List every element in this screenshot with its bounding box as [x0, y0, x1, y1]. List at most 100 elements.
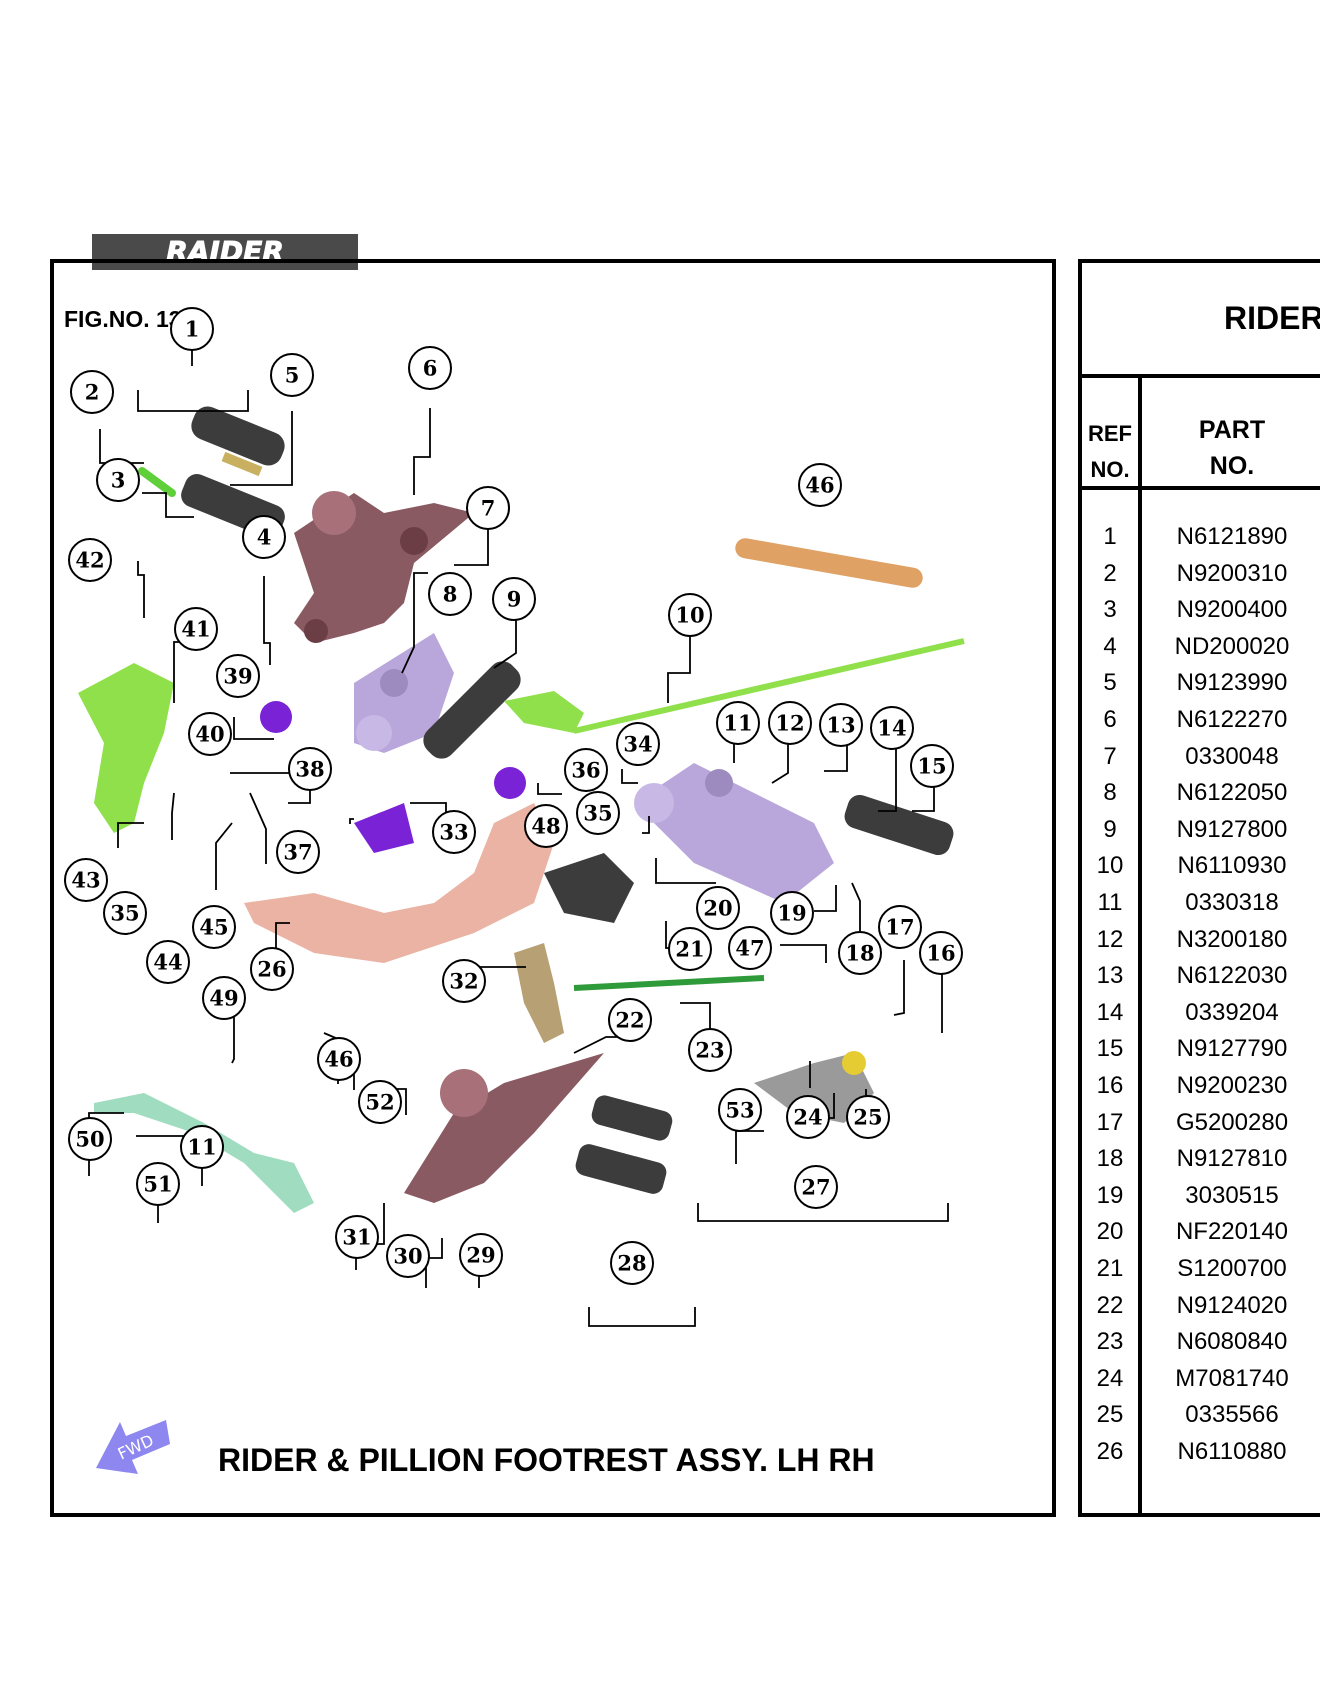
- svg-text:9: 9: [507, 587, 522, 612]
- footpeg-right-part: [844, 794, 954, 856]
- callout-5: 5: [270, 353, 314, 397]
- rod-part: [573, 975, 765, 991]
- pin-part: [138, 467, 176, 497]
- svg-text:52: 52: [365, 1090, 394, 1115]
- callout-29: 29: [459, 1233, 503, 1277]
- svg-text:23: 23: [695, 1038, 724, 1063]
- part-no: 0335566: [1185, 1401, 1279, 1429]
- part-no: ND200020: [1174, 632, 1290, 660]
- ref-no: 22: [1096, 1291, 1124, 1319]
- svg-text:10: 10: [675, 603, 704, 628]
- callout-39: 39: [216, 654, 260, 698]
- grip-part: [423, 661, 521, 759]
- part-no: N9124020: [1176, 1291, 1288, 1319]
- raider-logo: RAIDER: [92, 234, 358, 270]
- pillion-bracket-part: [404, 1053, 604, 1203]
- callout-40: 40: [188, 712, 232, 756]
- footpeg-lower-part: [575, 1095, 673, 1194]
- hanger-part: [354, 633, 454, 753]
- part-no: N6121890: [1176, 523, 1288, 550]
- rider-bracket-part: [294, 491, 474, 643]
- svg-text:7: 7: [481, 496, 496, 521]
- ref-no: 10: [1096, 852, 1124, 880]
- callout-50: 50: [68, 1117, 112, 1161]
- callout-33: 33: [432, 810, 476, 854]
- part-no: N9127800: [1176, 815, 1288, 843]
- callout-12: 12: [768, 701, 812, 745]
- lever-part: [514, 943, 564, 1043]
- ref-no: 25: [1096, 1401, 1124, 1429]
- callout-2: 2: [70, 370, 114, 414]
- callout-36: 36: [564, 748, 608, 792]
- mount-bracket-part: [544, 853, 634, 923]
- svg-text:48: 48: [531, 814, 560, 839]
- svg-text:28: 28: [617, 1251, 646, 1276]
- callout-14: 14: [870, 706, 914, 750]
- svg-text:19: 19: [777, 901, 806, 926]
- column-header-ref-line2: NO.: [1090, 457, 1130, 482]
- ref-no: 8: [1103, 779, 1117, 807]
- svg-text:38: 38: [295, 757, 324, 782]
- brake-pedal-part: [244, 803, 554, 963]
- ref-no: 24: [1096, 1364, 1124, 1392]
- part-no: N6122270: [1176, 706, 1288, 733]
- callout-17: 17: [878, 905, 922, 949]
- svg-text:46: 46: [324, 1047, 353, 1072]
- callout-6: 6: [408, 346, 452, 390]
- callout-26: 26: [250, 947, 294, 991]
- callout-46-lower: 46: [317, 1037, 361, 1081]
- part-no: 3030515: [1185, 1181, 1279, 1209]
- column-header-ref: REF NO.: [1082, 416, 1138, 488]
- callout-49: 49: [202, 976, 246, 1020]
- svg-text:47: 47: [735, 936, 764, 961]
- callout-9: 9: [492, 577, 536, 621]
- ref-no: 7: [1103, 742, 1117, 770]
- callout-48: 48: [524, 804, 568, 848]
- ref-no: 11: [1097, 889, 1123, 916]
- svg-text:30: 30: [393, 1244, 422, 1269]
- column-header-part-line1: PART: [1198, 416, 1266, 444]
- callout-32: 32: [442, 959, 486, 1003]
- part-no: N9200400: [1176, 596, 1288, 624]
- svg-text:35: 35: [110, 901, 139, 926]
- svg-text:6: 6: [423, 356, 438, 381]
- figure-title: RIDER & PILLION FOOTREST ASSY. LH RH: [218, 1442, 875, 1478]
- svg-text:22: 22: [615, 1008, 644, 1033]
- part-no: 0339204: [1185, 998, 1279, 1026]
- callout-46-top: 46: [798, 463, 842, 507]
- svg-text:13: 13: [826, 713, 855, 738]
- svg-text:46: 46: [805, 473, 834, 498]
- svg-text:44: 44: [153, 950, 182, 975]
- svg-text:4: 4: [257, 525, 272, 550]
- ref-no: 21: [1096, 1255, 1124, 1282]
- callout-11: 11: [716, 701, 760, 745]
- parts-table-frame: [1078, 259, 1320, 1517]
- callout-34: 34: [616, 722, 660, 766]
- svg-text:49: 49: [209, 986, 238, 1011]
- part-no: N6080840: [1176, 1328, 1288, 1356]
- callout-41: 41: [174, 607, 218, 651]
- part-no: N9123990: [1176, 669, 1288, 697]
- callout-22: 22: [608, 998, 652, 1042]
- ref-no: 19: [1096, 1181, 1124, 1209]
- ref-no: 6: [1103, 706, 1117, 733]
- part-no: S1200700: [1177, 1255, 1287, 1282]
- part-no: N6122030: [1176, 962, 1288, 990]
- figure-frame: [50, 259, 1056, 1517]
- ref-no: 1: [1103, 523, 1117, 550]
- svg-text:32: 32: [449, 969, 478, 994]
- part-no: 0330318: [1185, 889, 1279, 916]
- callout-8: 8: [428, 572, 472, 616]
- svg-text:5: 5: [285, 363, 300, 388]
- callout-35-left: 35: [103, 891, 147, 935]
- svg-text:34: 34: [623, 732, 652, 757]
- svg-text:39: 39: [223, 664, 252, 689]
- ref-no: 17: [1096, 1108, 1124, 1136]
- svg-text:37: 37: [283, 840, 312, 865]
- callout-13: 13: [819, 703, 863, 747]
- column-header-part-line2: NO.: [1209, 452, 1255, 480]
- svg-text:17: 17: [885, 915, 914, 940]
- svg-text:45: 45: [199, 915, 228, 940]
- svg-text:27: 27: [801, 1175, 830, 1200]
- svg-text:16: 16: [926, 941, 955, 966]
